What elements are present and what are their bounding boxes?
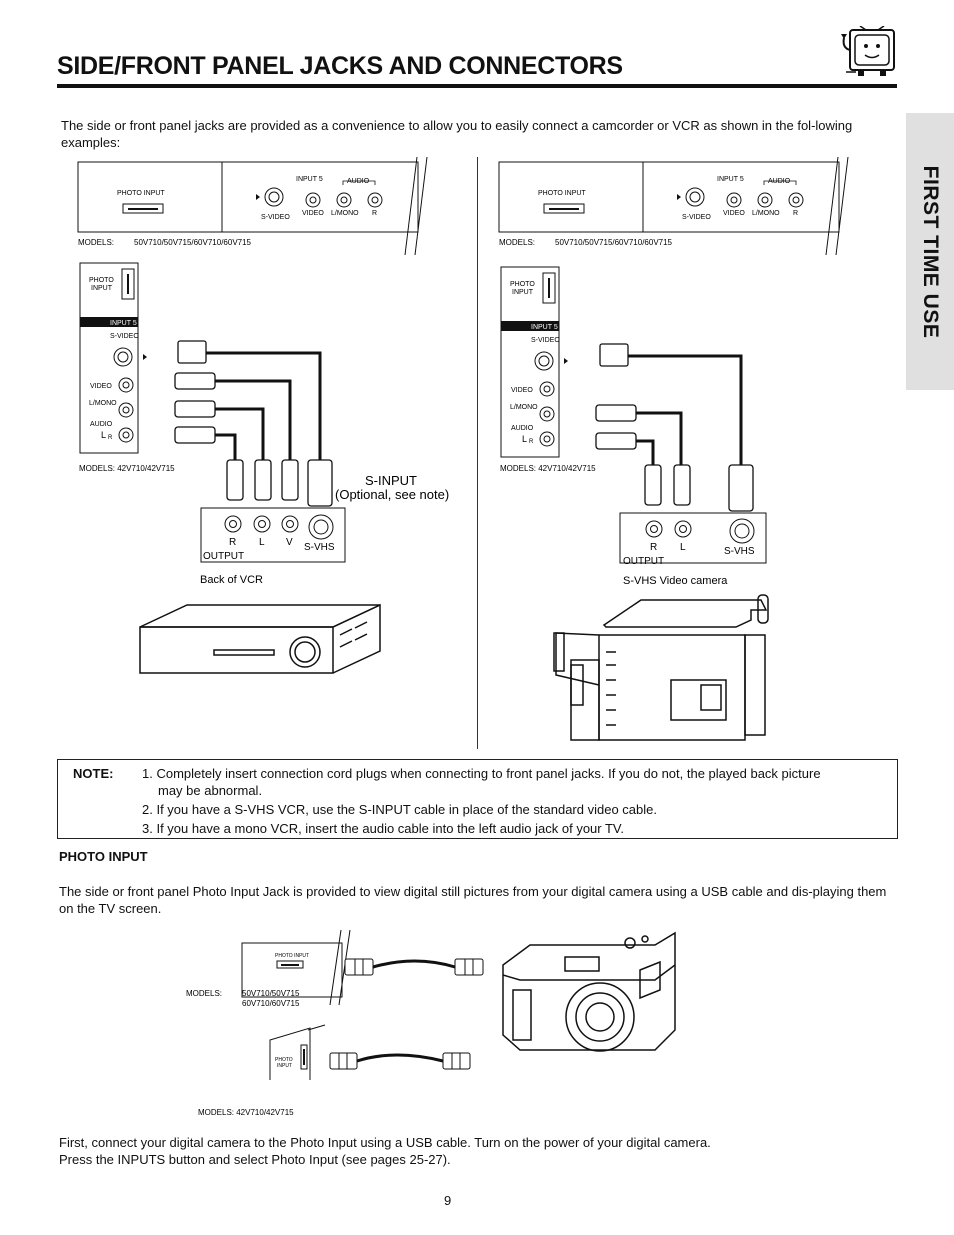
r-label: R: [793, 210, 798, 217]
models-value-2: 60V710/60V715: [242, 999, 300, 1008]
cables: [626, 354, 743, 465]
side-video-label: VIDEO: [511, 387, 533, 394]
out-r-label: R: [229, 537, 236, 548]
side-photo-label: PHOTO: [89, 277, 114, 284]
side-video-label: VIDEO: [90, 383, 112, 390]
note-item-2: 2. If you have a S-VHS VCR, use the S-IN…: [142, 802, 657, 817]
side-audio-label: AUDIO: [511, 425, 534, 432]
svideo-label: S-VIDEO: [682, 214, 711, 221]
sinput-note: (Optional, see note): [335, 487, 449, 502]
out-svhs-label: S-VHS: [304, 542, 335, 553]
camera-output-panel: [619, 512, 767, 564]
note-item-1: 1. Completely insert connection cord plu…: [142, 766, 821, 781]
intro-paragraph: The side or front panel jacks are provid…: [61, 118, 853, 150]
out-r-label: R: [650, 542, 657, 553]
side-audio-label: AUDIO: [90, 421, 113, 428]
out-l-label: L: [680, 542, 686, 553]
plugs: [595, 343, 754, 512]
photo-input-heading: PHOTO INPUT: [59, 849, 148, 864]
note-label: NOTE:: [73, 766, 114, 781]
side-models-label: MODELS: 42V710/42V715: [198, 1108, 294, 1117]
out-v-label: V: [286, 537, 293, 548]
photo-instructions-line-2: Press the INPUTS button and select Photo…: [59, 1152, 451, 1167]
side-lmono-label: L/MONO: [510, 404, 538, 411]
photo-instructions-line-1: First, connect your digital camera to th…: [59, 1135, 711, 1150]
input5-label: INPUT 5: [296, 176, 323, 183]
diagram-divider: [477, 157, 478, 749]
note-box: NOTE: 1. Completely insert connection co…: [57, 759, 898, 839]
audio-label: AUDIO: [347, 178, 370, 185]
side-photo-label: PHOTO: [275, 1057, 293, 1063]
photo-input-paragraph: The side or front panel Photo Input Jack…: [59, 884, 887, 916]
side-input5-label: INPUT 5: [531, 324, 558, 331]
models-values: 50V710/50V715/60V710/60V715: [555, 238, 673, 247]
input5-label: INPUT 5: [717, 176, 744, 183]
side-l-label: L: [101, 430, 106, 440]
side-input-label: INPUT: [512, 289, 534, 296]
sinput-label: S-INPUT: [365, 473, 417, 488]
usb-cables: [329, 958, 484, 1070]
side-models-label: MODELS: 42V710/42V715: [79, 464, 175, 473]
tv-mascot-icon: [841, 26, 895, 76]
side-models-label: MODELS: 42V710/42V715: [500, 464, 596, 473]
camcorder-connection-diagram: PHOTO INPUT INPUT 5 AUDIO S-VIDEO VIDEO …: [498, 156, 849, 741]
vcr-connection-diagram: PHOTO INPUT INPUT 5 AUDIO S-VIDEO VIDEO …: [77, 156, 449, 674]
note-item-3: 3. If you have a mono VCR, insert the au…: [142, 821, 625, 836]
side-l-label: L: [522, 434, 527, 444]
vcr-caption: Back of VCR: [200, 574, 263, 586]
side-r-label: R: [529, 439, 534, 445]
usb-camera-diagram: PHOTO INPUT MODELS: 50V710/50V715 60V710…: [186, 929, 676, 1117]
video-label: VIDEO: [723, 210, 745, 217]
side-svideo-label: S-VIDEO: [531, 337, 560, 344]
front-panel: [498, 156, 849, 256]
side-input5-label: INPUT 5: [110, 320, 137, 327]
photo-input-label: PHOTO INPUT: [538, 190, 586, 197]
out-l-label: L: [259, 537, 265, 548]
cables: [205, 351, 322, 465]
audio-label: AUDIO: [768, 178, 791, 185]
output-label: OUTPUT: [203, 551, 244, 562]
plugs: [174, 340, 333, 507]
video-label: VIDEO: [302, 210, 324, 217]
camera-caption: S-VHS Video camera: [623, 575, 728, 587]
models-label: MODELS:: [186, 989, 222, 998]
vcr-output-panel: [200, 507, 346, 563]
models-label: MODELS:: [78, 238, 114, 247]
page-number: 9: [444, 1193, 452, 1208]
side-lmono-label: L/MONO: [89, 400, 117, 407]
out-svhs-label: S-VHS: [724, 546, 755, 557]
models-values: 50V710/50V715/60V710/60V715: [134, 238, 252, 247]
svideo-label: S-VIDEO: [261, 214, 290, 221]
front-panel: [77, 156, 428, 256]
side-photo-label: PHOTO: [510, 281, 535, 288]
side-panel: [79, 262, 147, 454]
digital-camera-illustration: [502, 931, 676, 1052]
section-tab: FIRST TIME USE: [906, 113, 954, 390]
section-tab-label: FIRST TIME USE: [919, 165, 942, 338]
models-value-1: 50V710/50V715: [242, 989, 300, 998]
note-item-1-cont: may be abnormal.: [158, 783, 263, 798]
camcorder-illustration: [553, 594, 769, 741]
r-label: R: [372, 210, 377, 217]
lmono-label: L/MONO: [331, 210, 359, 217]
side-panel: [500, 266, 568, 458]
title-rule: [57, 84, 897, 88]
side-input-label: INPUT: [277, 1063, 292, 1069]
output-label: OUTPUT: [623, 556, 664, 567]
lmono-label: L/MONO: [752, 210, 780, 217]
photo-input-label: PHOTO INPUT: [275, 953, 309, 959]
side-panel: [269, 1024, 326, 1080]
page-title: SIDE/FRONT PANEL JACKS AND CONNECTORS: [57, 52, 623, 80]
models-label: MODELS:: [499, 238, 535, 247]
vcr-illustration: [139, 603, 381, 674]
photo-input-label: PHOTO INPUT: [117, 190, 165, 197]
side-svideo-label: S-VIDEO: [110, 333, 139, 340]
side-r-label: R: [108, 435, 113, 441]
side-input-label: INPUT: [91, 285, 113, 292]
